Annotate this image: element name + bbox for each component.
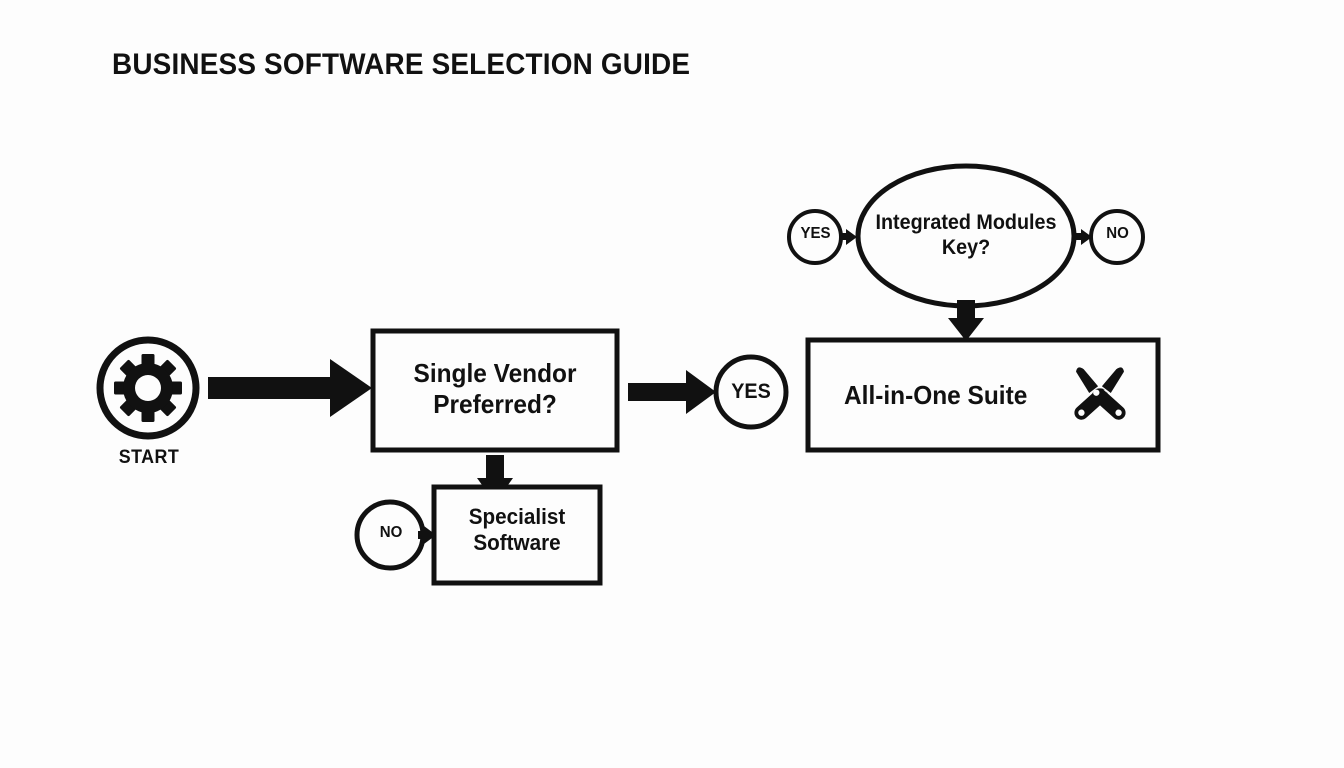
edge-decision-to-yes bbox=[628, 370, 716, 414]
decision-single-vendor-box[interactable] bbox=[370, 328, 620, 453]
crossed-pocket-knives-icon bbox=[1074, 367, 1126, 420]
page-title: BUSINESS SOFTWARE SELECTION GUIDE bbox=[112, 48, 691, 81]
yes-small-label: YES bbox=[800, 225, 831, 242]
start-label: START bbox=[118, 447, 180, 468]
edge-integrated-to-no bbox=[1076, 229, 1092, 245]
integrated-modules-label: Integrated Modules Key? bbox=[875, 211, 1057, 259]
yes-main-label: YES bbox=[731, 380, 771, 403]
node-all-in-one-suite[interactable] bbox=[805, 337, 1161, 453]
yes-main-circle[interactable] bbox=[713, 354, 789, 430]
edge-no-to-specialist bbox=[418, 526, 436, 544]
edge-integrated-to-suite bbox=[948, 300, 984, 341]
all-in-one-suite-label: All-in-One Suite bbox=[844, 380, 1028, 410]
no-left-label: NO bbox=[379, 524, 403, 541]
node-yes-main[interactable] bbox=[713, 354, 789, 430]
specialist-software-box[interactable] bbox=[431, 484, 603, 586]
gear-icon bbox=[114, 354, 182, 422]
no-small-label: NO bbox=[1106, 225, 1129, 242]
edge-start-to-decision bbox=[208, 359, 372, 417]
decision-single-vendor-label: Single Vendor Preferred? bbox=[413, 358, 577, 419]
edge-yes-to-integrated bbox=[841, 229, 857, 245]
node-specialist-software[interactable] bbox=[431, 484, 603, 586]
node-decision-single-vendor[interactable] bbox=[370, 328, 620, 453]
node-start[interactable] bbox=[96, 336, 200, 440]
specialist-software-label: Specialist Software bbox=[468, 504, 566, 555]
